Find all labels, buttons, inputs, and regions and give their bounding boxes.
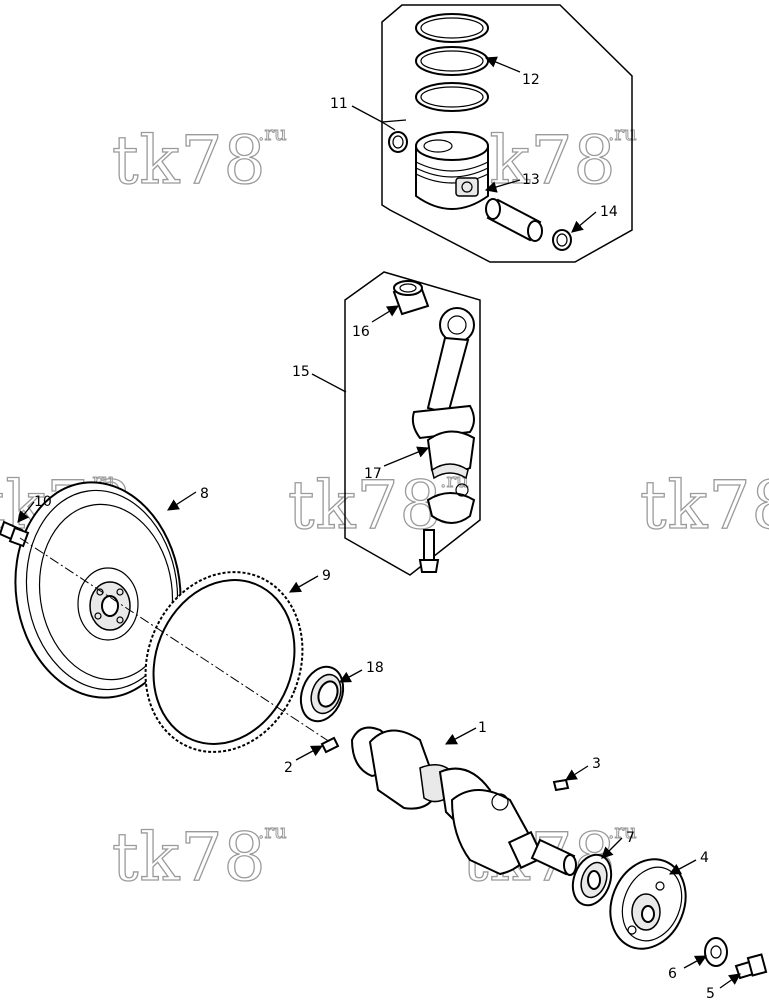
callout-6: 6 — [668, 966, 677, 982]
callout-9: 9 — [322, 568, 331, 584]
watermark-6-suffix: .ru — [258, 819, 287, 843]
ring-gear — [144, 571, 304, 753]
watermark-1-suffix: .ru — [258, 121, 287, 145]
watermark-1: tk78 — [112, 122, 267, 199]
watermark-6: tk78 — [112, 819, 267, 896]
callout-17: 17 — [364, 466, 382, 482]
conrod-group-outline — [344, 271, 481, 576]
snap-ring-right — [552, 229, 572, 251]
pulley-bolt — [734, 953, 768, 980]
watermark-7-suffix: .ru — [608, 819, 637, 843]
callout-14: 14 — [600, 204, 618, 220]
watermark-5: tk78 — [640, 467, 769, 544]
callout-18: 18 — [366, 660, 384, 676]
callout-2: 2 — [284, 760, 293, 776]
callout-8: 8 — [200, 486, 209, 502]
piston-rings — [415, 13, 489, 112]
piston — [415, 131, 489, 210]
dowel-pin — [320, 736, 340, 754]
callout-7: 7 — [626, 830, 635, 846]
flywheel-bolt — [0, 520, 30, 548]
callout-1: 1 — [478, 720, 487, 736]
leader-lines — [17, 56, 741, 989]
callout-15: 15 — [292, 364, 310, 380]
small-end-bushing — [392, 280, 430, 316]
watermark-4: tk78 — [288, 467, 443, 544]
flywheel — [14, 481, 182, 699]
callout-12: 12 — [522, 72, 540, 88]
callout-3: 3 — [592, 756, 601, 772]
connecting-rod — [411, 307, 476, 573]
snap-ring-left — [388, 131, 408, 153]
pulley-washer — [704, 937, 728, 967]
callout-13: 13 — [522, 172, 540, 188]
piston-pin — [485, 198, 543, 242]
assembly-centerline — [19, 537, 331, 743]
callouts: 1 2 3 4 5 6 7 8 9 10 11 12 13 14 15 16 1… — [34, 72, 715, 1000]
crankshaft — [350, 726, 577, 876]
callout-4: 4 — [700, 850, 709, 866]
piston-group-outline — [381, 4, 633, 263]
callout-11: 11 — [330, 96, 348, 112]
crank-gear — [571, 853, 613, 907]
rear-oil-seal — [299, 665, 345, 723]
woodruff-key — [552, 778, 570, 792]
callout-16: 16 — [352, 324, 370, 340]
crank-pulley — [609, 858, 687, 950]
callout-10: 10 — [34, 494, 52, 510]
callout-5: 5 — [706, 986, 715, 1000]
